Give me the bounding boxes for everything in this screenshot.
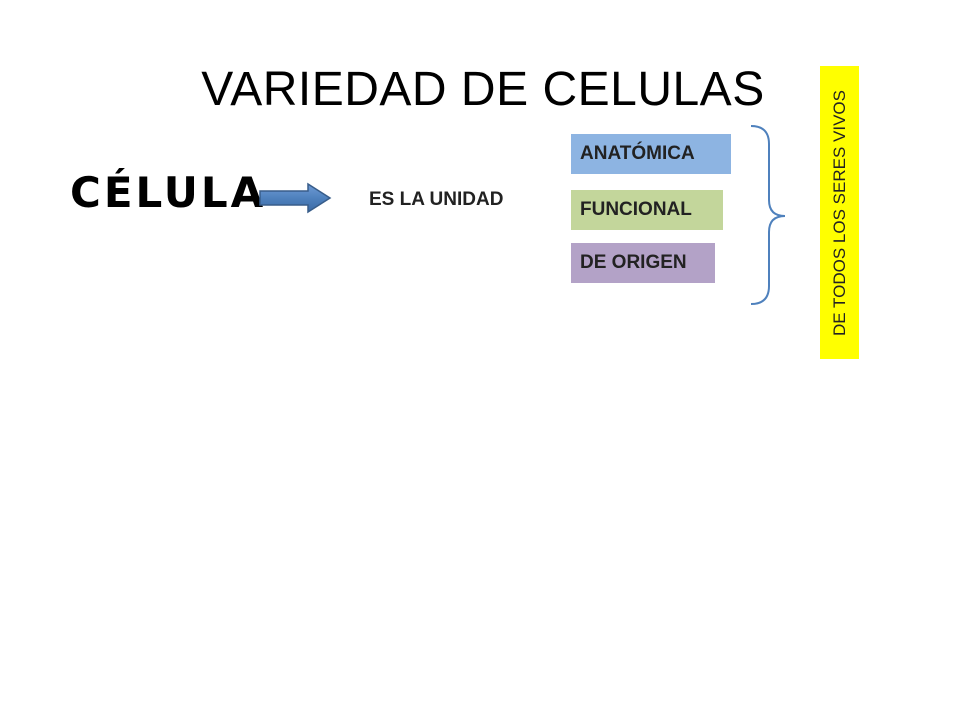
box-funcional: FUNCIONAL <box>571 190 723 230</box>
main-term: CÉLULA <box>70 168 267 217</box>
side-label-box: DE TODOS LOS SERES VIVOS <box>820 66 859 359</box>
connector-text: ES LA UNIDAD <box>369 189 504 210</box>
slide-title: VARIEDAD DE CELULAS <box>201 63 765 116</box>
side-label: DE TODOS LOS SERES VIVOS <box>829 89 849 336</box>
right-arrow-icon <box>259 182 332 214</box>
right-brace-icon <box>750 125 786 305</box>
box-de-origen: DE ORIGEN <box>571 243 715 283</box>
box-anatomica: ANATÓMICA <box>571 134 731 174</box>
